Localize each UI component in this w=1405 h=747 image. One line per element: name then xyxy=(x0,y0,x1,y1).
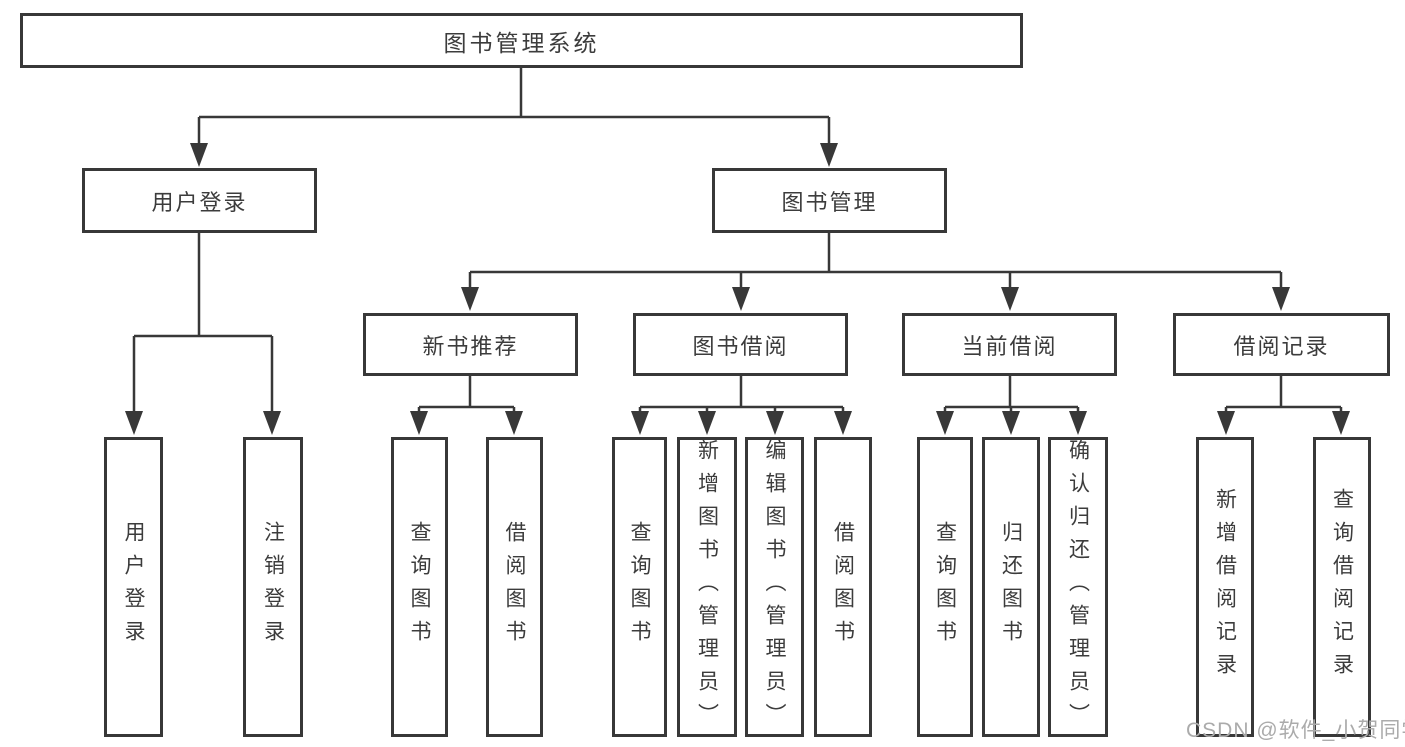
arrow-icon xyxy=(834,411,852,435)
node-label: 借阅图书 xyxy=(831,521,855,653)
node-label: 归还图书 xyxy=(999,521,1023,653)
arrow-icon xyxy=(698,411,716,435)
node-label: 用户登录 xyxy=(151,189,248,215)
node-label: 新增图书（管理员） xyxy=(695,438,719,736)
arrow-icon xyxy=(1001,287,1019,311)
arrow-icon xyxy=(190,143,208,167)
node-label: 查询图书 xyxy=(628,521,651,653)
node-current-borrowing: 当前借阅 xyxy=(902,313,1117,376)
node-label: 编辑图书（管理员） xyxy=(763,438,786,736)
arrow-icon xyxy=(1002,411,1020,435)
node-leaf-confirm-return-admin: 确认归还（管理员） xyxy=(1048,437,1108,737)
node-borrowing-records: 借阅记录 xyxy=(1173,313,1390,376)
node-user-login: 用户登录 xyxy=(82,168,317,233)
node-leaf-add-books-admin: 新增图书（管理员） xyxy=(677,437,737,737)
node-label: 借阅图书 xyxy=(503,521,526,653)
node-label: 新增借阅记录 xyxy=(1213,488,1237,686)
arrow-icon xyxy=(461,287,479,311)
node-leaf-logout: 注销登录 xyxy=(243,437,303,737)
arrow-icon xyxy=(1069,411,1087,435)
node-leaf-query-books-2: 查询图书 xyxy=(612,437,667,737)
node-leaf-add-borrow-record: 新增借阅记录 xyxy=(1196,437,1254,737)
arrow-icon xyxy=(936,411,954,435)
arrow-icon xyxy=(766,411,784,435)
node-book-borrowing: 图书借阅 xyxy=(633,313,848,376)
node-label: 图书借阅 xyxy=(692,333,789,359)
node-label: 用户登录 xyxy=(122,521,145,653)
node-library-management-system: 图书管理系统 xyxy=(20,13,1023,68)
node-book-management: 图书管理 xyxy=(712,168,947,233)
arrow-icon xyxy=(125,411,143,435)
node-label: 图书管理系统 xyxy=(443,29,600,56)
arrow-icon xyxy=(410,411,428,435)
node-leaf-query-books-3: 查询图书 xyxy=(917,437,973,737)
arrow-icon xyxy=(505,411,523,435)
tree-edges xyxy=(132,68,1343,414)
node-leaf-borrow-books-2: 借阅图书 xyxy=(814,437,872,737)
node-label: 查询借阅记录 xyxy=(1330,488,1354,686)
node-leaf-query-books-1: 查询图书 xyxy=(391,437,448,737)
node-label: 当前借阅 xyxy=(961,333,1058,359)
arrow-icon xyxy=(1217,411,1235,435)
node-label: 注销登录 xyxy=(261,521,285,653)
arrow-icon xyxy=(820,143,838,167)
node-label: 查询图书 xyxy=(933,521,957,653)
arrow-icon xyxy=(1272,287,1290,311)
node-leaf-user-login: 用户登录 xyxy=(104,437,163,737)
node-label: 查询图书 xyxy=(408,521,431,653)
node-label: 借阅记录 xyxy=(1233,333,1330,359)
csdn-watermark: CSDN @软件_小贺同学 xyxy=(1186,719,1405,742)
node-leaf-borrow-books-1: 借阅图书 xyxy=(486,437,543,737)
node-label: 确认归还（管理员） xyxy=(1066,438,1090,736)
arrow-icon xyxy=(732,287,750,311)
node-label: 图书管理 xyxy=(781,189,878,215)
arrow-icon xyxy=(631,411,649,435)
node-leaf-return-books: 归还图书 xyxy=(982,437,1040,737)
node-leaf-edit-books-admin: 编辑图书（管理员） xyxy=(745,437,804,737)
arrow-icon xyxy=(263,411,281,435)
node-leaf-query-borrow-record: 查询借阅记录 xyxy=(1313,437,1371,737)
node-label: 新书推荐 xyxy=(422,333,519,359)
node-new-book-recommendation: 新书推荐 xyxy=(363,313,578,376)
arrow-icon xyxy=(1332,411,1350,435)
